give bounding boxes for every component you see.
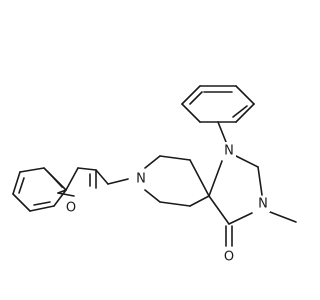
atom-label-n-piperidine: N [134, 170, 148, 187]
benzofuran [12, 167, 97, 212]
atom-label-o-carbonyl: O [221, 248, 237, 265]
n-piperidine-text: N [136, 172, 146, 187]
atom-label-o-furan: O [64, 200, 78, 216]
n-phenyl-text: N [224, 144, 234, 159]
carbonyl-bond [225, 225, 233, 247]
imidazolidinone-ring [208, 155, 263, 225]
atom-label-n-phenyl: N [222, 142, 236, 159]
bond-phenyl-n [217, 121, 227, 143]
n-methyl-text: N [258, 197, 268, 212]
ethyl-linker [95, 169, 129, 185]
phenyl-ring [181, 85, 255, 123]
bond-methyl [269, 211, 297, 223]
atom-label-n-methyl: N [256, 196, 270, 212]
structure-diagram: N N N O O [12, 85, 297, 265]
o-carbonyl-text: O [224, 250, 234, 265]
o-furan-text: O [66, 201, 76, 216]
piperidine-ring [144, 155, 210, 207]
molecule-canvas: N N N O O [12, 85, 297, 265]
